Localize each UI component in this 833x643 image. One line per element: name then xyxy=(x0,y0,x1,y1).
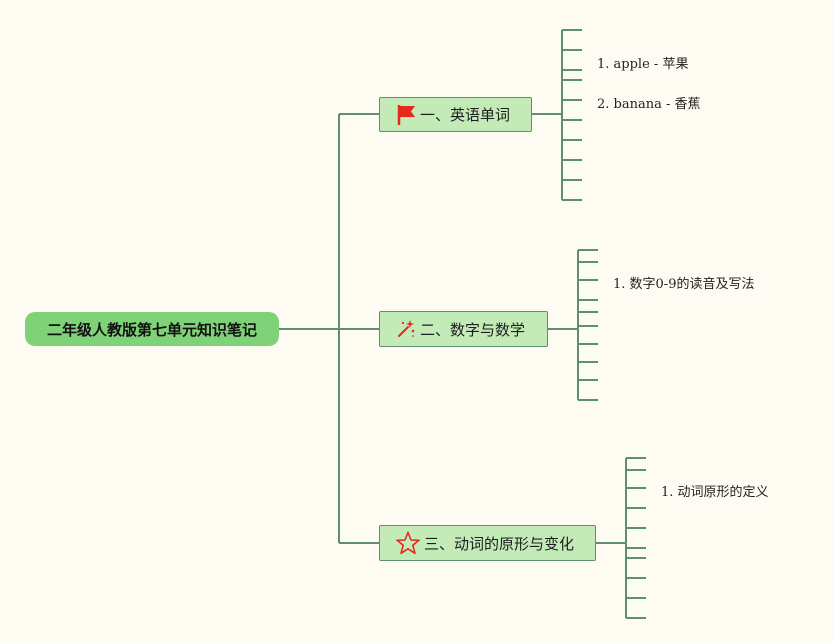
magic-wand-icon xyxy=(396,319,416,339)
branch-verb-forms[interactable]: 三、动词的原形与变化 xyxy=(379,525,596,561)
branch-english-words[interactable]: 一、英语单词 xyxy=(379,97,532,132)
root-topic[interactable]: 二年级人教版第七单元知识笔记 xyxy=(25,312,279,346)
branch-label: 三、动词的原形与变化 xyxy=(424,534,575,553)
red-flag-icon xyxy=(396,104,416,126)
leaf-item: 1. 动词原形的定义 xyxy=(661,485,769,500)
root-topic-label: 二年级人教版第七单元知识笔记 xyxy=(46,320,257,339)
star-icon xyxy=(396,531,420,555)
branch-numbers-math[interactable]: 二、数字与数学 xyxy=(379,311,548,347)
leaf-item: 1. apple - 苹果 xyxy=(597,57,689,72)
leaf-item: 2. banana - 香蕉 xyxy=(597,97,701,112)
branch-label: 二、数字与数学 xyxy=(420,320,526,339)
leaf-item: 1. 数字0-9的读音及写法 xyxy=(613,277,755,292)
branch-label: 一、英语单词 xyxy=(420,106,511,124)
